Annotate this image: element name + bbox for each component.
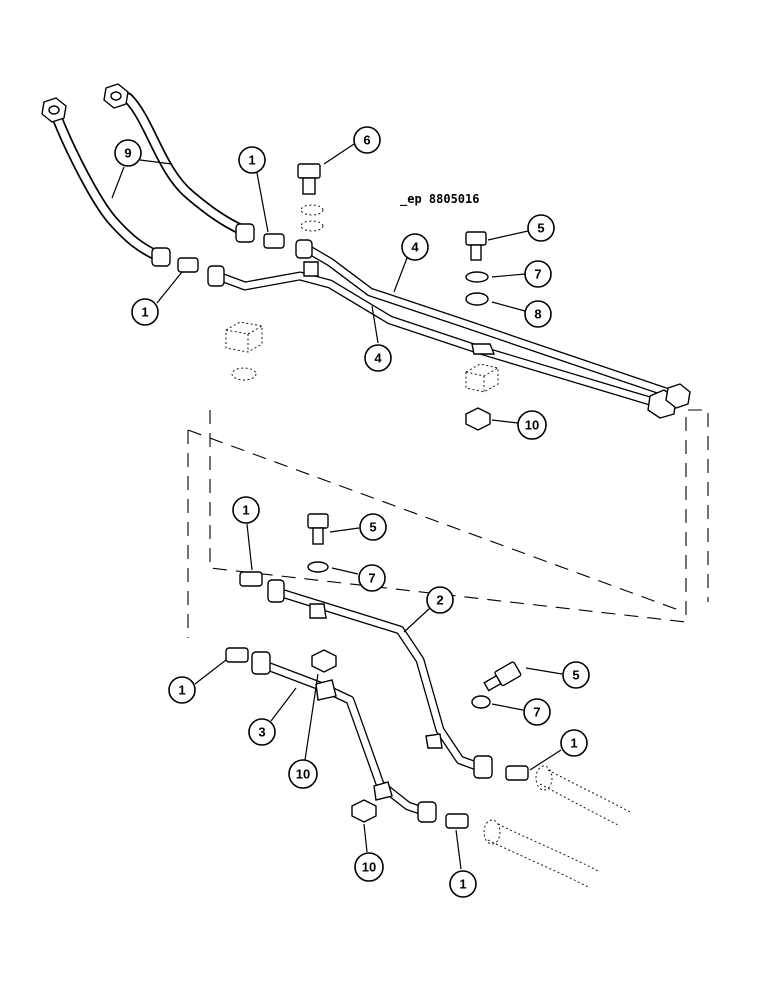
washer-icon [471, 695, 491, 709]
nut-icon [351, 799, 377, 823]
tube-end-nut [417, 801, 437, 823]
tube-clip [309, 603, 327, 619]
dashed-outline-lower [187, 429, 685, 638]
callout-10: 10 [517, 410, 547, 440]
adapter-fitting-icon [263, 233, 285, 249]
callout-7: 7 [523, 698, 551, 726]
callout-1: 1 [238, 146, 266, 174]
svg-text:10: 10 [362, 860, 376, 875]
svg-text:2: 2 [436, 593, 443, 608]
tube-clip [373, 781, 393, 801]
svg-text:5: 5 [369, 520, 376, 535]
tube-clip [315, 679, 337, 701]
callout-1: 1 [168, 676, 196, 704]
callout-5: 5 [527, 214, 555, 242]
nut-icon [311, 649, 337, 673]
callout-4: 4 [364, 344, 392, 372]
dashed-assembly-outlines [187, 409, 709, 638]
svg-text:7: 7 [533, 705, 540, 720]
callout-bubbles: 9 1 6 5 4 7 8 1 [114, 126, 590, 898]
svg-text:3: 3 [258, 725, 265, 740]
tube-clip [471, 343, 496, 355]
callout-1: 1 [560, 729, 588, 757]
callout-3: 3 [248, 718, 276, 746]
dashed-outline-upper [209, 409, 709, 623]
adapter-fitting-icon [445, 813, 469, 829]
drawing-reference: _ep 8805016 [400, 192, 479, 207]
bolt-icon [297, 163, 321, 195]
svg-text:9: 9 [124, 146, 131, 161]
tube-end-nut [207, 265, 225, 287]
callout-7: 7 [358, 564, 386, 592]
svg-text:6: 6 [363, 133, 370, 148]
lower-tubes [251, 579, 631, 889]
fasteners [177, 163, 529, 829]
svg-text:1: 1 [248, 153, 255, 168]
washer-icon [465, 271, 489, 283]
callout-8: 8 [524, 300, 552, 328]
upper-tube-pair [207, 239, 691, 419]
callout-1: 1 [131, 298, 159, 326]
callout-9: 9 [114, 139, 142, 167]
svg-text:1: 1 [141, 305, 148, 320]
svg-text:4: 4 [374, 351, 382, 366]
svg-text:1: 1 [178, 683, 185, 698]
svg-text:1: 1 [459, 877, 466, 892]
svg-text:7: 7 [534, 267, 541, 282]
bolt-icon [307, 513, 329, 545]
svg-text:4: 4 [411, 240, 419, 255]
svg-text:10: 10 [525, 418, 539, 433]
tube-end-nut [267, 579, 285, 603]
adapter-fitting-icon [177, 257, 199, 273]
callout-6: 6 [353, 126, 381, 154]
tube-end-nut [251, 651, 271, 675]
svg-text:1: 1 [570, 736, 577, 751]
svg-text:10: 10 [296, 767, 310, 782]
washer-icon [307, 561, 329, 573]
callout-10: 10 [288, 759, 318, 789]
svg-text:5: 5 [537, 221, 544, 236]
tube-end-nut [665, 383, 691, 409]
bolt-icon [465, 231, 487, 261]
callout-7: 7 [524, 260, 552, 288]
callout-5: 5 [562, 661, 590, 689]
spacer-blocks [225, 204, 499, 393]
svg-text:5: 5 [572, 668, 579, 683]
leader-lines [111, 143, 563, 870]
callout-4: 4 [401, 233, 429, 261]
adapter-fitting-icon [239, 571, 263, 587]
washer-icon [465, 292, 489, 306]
callout-5: 5 [359, 513, 387, 541]
svg-text:8: 8 [534, 307, 541, 322]
callout-1: 1 [449, 870, 477, 898]
tube-clip [425, 733, 443, 749]
callout-10: 10 [354, 852, 384, 882]
svg-text:1: 1 [242, 503, 249, 518]
tube-end-nut [473, 755, 493, 779]
tube-clip [303, 261, 319, 277]
callout-1: 1 [232, 496, 260, 524]
tube-end-nut [295, 239, 313, 259]
adapter-fitting-icon [505, 765, 529, 781]
svg-text:7: 7 [368, 571, 375, 586]
callout-2: 2 [426, 586, 454, 614]
bolt-icon [483, 661, 522, 692]
nut-icon [465, 407, 491, 431]
adapter-fitting-icon [225, 647, 249, 663]
hose-assembly [41, 83, 255, 267]
